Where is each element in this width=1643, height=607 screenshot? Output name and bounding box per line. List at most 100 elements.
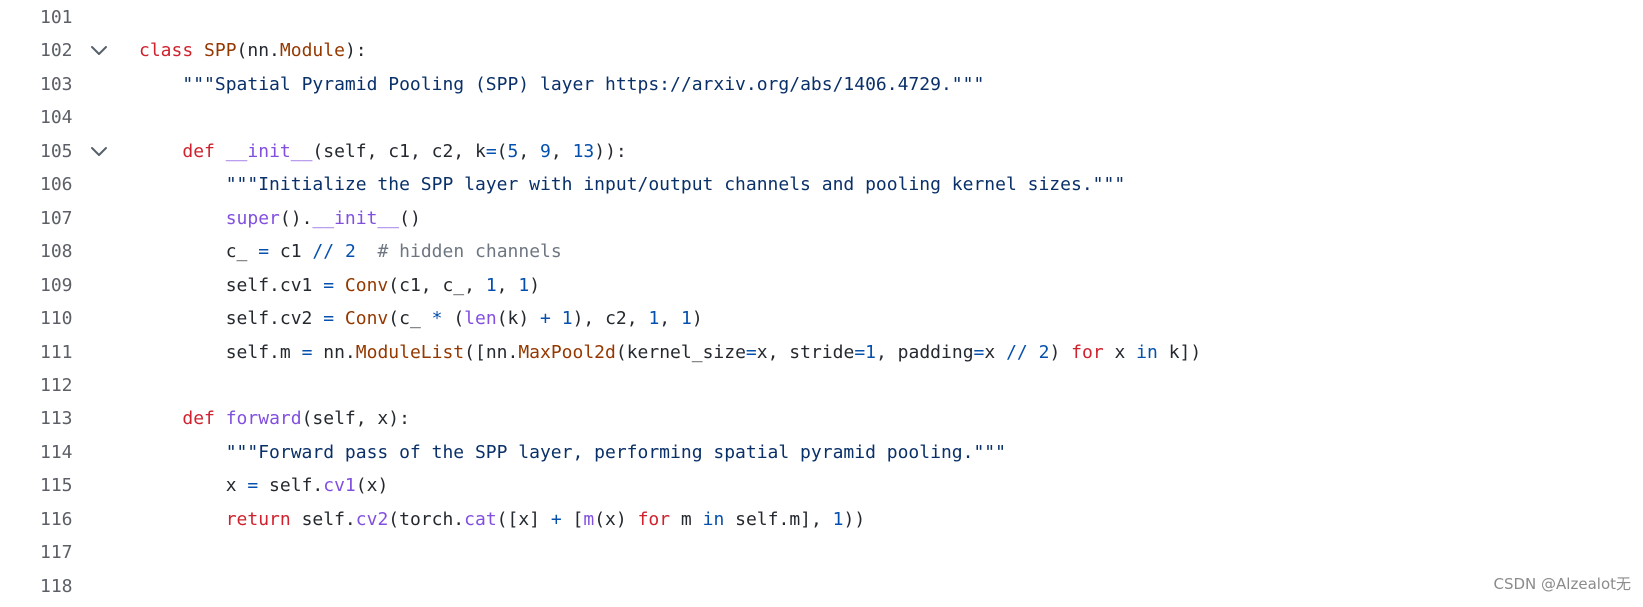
line-number: 114	[40, 441, 73, 463]
code-token-plain: c1	[269, 241, 313, 263]
code-token-func: forward	[225, 408, 302, 430]
code-token-plain: self.m	[139, 341, 302, 363]
code-token-plain: self.	[290, 508, 356, 530]
code-token-plain	[334, 241, 345, 262]
code-token-keyword: def	[182, 140, 215, 162]
code-line: 110 self.cv2 = Conv(c_ * (len(k) + 1), c…	[0, 301, 1643, 336]
code-token-number: 1	[865, 341, 876, 363]
code-token-class: Conv	[344, 274, 389, 296]
code-token-builtin: super	[225, 207, 280, 229]
code-token-number: 13	[572, 140, 595, 162]
line-number: 105	[40, 140, 73, 162]
code-token-plain: )):	[594, 140, 627, 162]
code-token-plain: self.m],	[724, 508, 833, 530]
code-token-plain: (x)	[355, 475, 389, 497]
code-token-plain: , padding	[876, 341, 974, 363]
code-token-plain: ):	[344, 40, 367, 62]
line-number: 108	[40, 241, 73, 263]
code-token-plain	[193, 40, 204, 61]
code-line: 105 def __init__(self, c1, c2, k=(5, 9, …	[0, 134, 1643, 169]
code-token-plain: (kernel_size	[615, 341, 746, 363]
code-token-plain	[139, 141, 182, 162]
code-token-number: 1	[680, 308, 692, 330]
code-line: 117	[0, 535, 1643, 570]
code-token-number: 1	[832, 508, 844, 530]
code-token-plain: (self, x):	[301, 408, 410, 430]
code-token-plain: ), c2,	[572, 308, 649, 330]
code-token-plain: )	[1049, 341, 1072, 363]
code-token-plain	[551, 308, 562, 329]
code-token-plain: self.cv1	[139, 274, 324, 296]
code-token-plain: (nn.	[236, 40, 280, 62]
code-token-plain: m	[670, 508, 703, 530]
code-line: 106 """Initialize the SPP layer with inp…	[0, 167, 1643, 202]
chevron-down-icon[interactable]	[88, 42, 110, 60]
code-token-plain: ,	[518, 140, 541, 162]
code-token-operator: =	[301, 341, 313, 363]
code-token-plain	[139, 74, 182, 95]
code-text: """Initialize the SPP layer with input/o…	[139, 167, 1125, 202]
code-token-class: ModuleList	[355, 341, 465, 363]
code-token-operator: =	[745, 341, 757, 363]
code-token-string: """Initialize the SPP layer with input/o…	[225, 174, 1126, 196]
code-line: 118	[0, 569, 1643, 604]
code-token-class: MaxPool2d	[518, 341, 616, 363]
code-token-operator: //	[312, 241, 335, 263]
code-token-plain: ,	[550, 140, 573, 162]
code-token-class: Module	[279, 40, 345, 62]
code-token-func: __init__	[312, 207, 400, 229]
code-token-comment: # hidden channels	[377, 241, 562, 263]
code-token-number: 1	[518, 274, 530, 296]
code-token-plain: self.cv2	[139, 308, 324, 330]
line-number: 104	[40, 107, 73, 129]
code-token-operator: =	[258, 241, 270, 263]
code-token-number: 5	[507, 140, 519, 162]
line-number: 112	[40, 374, 73, 396]
line-number: 101	[40, 7, 73, 28]
code-token-number: 1	[648, 308, 660, 330]
code-token-builtin: len	[464, 308, 497, 330]
code-text: def forward(self, x):	[139, 401, 410, 436]
code-line: 107 super().__init__()	[0, 201, 1643, 236]
code-token-operator: =	[854, 341, 866, 363]
code-token-operator: =	[323, 274, 335, 296]
code-token-plain	[139, 208, 226, 229]
code-line: 109 self.cv1 = Conv(c1, c_, 1, 1)	[0, 268, 1643, 303]
chevron-down-icon[interactable]	[88, 143, 110, 161]
line-number: 110	[40, 308, 73, 330]
code-token-plain	[139, 509, 226, 530]
code-token-operator: in	[1136, 341, 1158, 363]
watermark: CSDN @Alzealot无	[1493, 575, 1631, 593]
code-line: 108 c_ = c1 // 2 # hidden channels	[0, 234, 1643, 269]
code-token-operator: in	[702, 508, 725, 530]
code-token-func: cv1	[323, 475, 356, 497]
code-token-operator: =	[323, 308, 335, 330]
code-text: self.m = nn.ModuleList([nn.MaxPool2d(ker…	[139, 335, 1202, 370]
code-token-plain	[139, 408, 182, 429]
code-token-plain: ([x]	[496, 508, 551, 530]
code-token-keyword: class	[139, 40, 194, 62]
code-line: 113 def forward(self, x):	[0, 401, 1643, 436]
code-token-plain: (c_	[388, 308, 432, 330]
code-token-plain	[1028, 342, 1039, 363]
code-text: c_ = c1 // 2 # hidden channels	[139, 234, 562, 269]
code-token-plain: ([nn.	[464, 341, 519, 363]
code-token-plain: )	[529, 274, 541, 296]
code-token-plain: (c1, c_,	[388, 274, 486, 296]
line-number: 116	[40, 508, 73, 530]
code-token-number: 9	[540, 140, 551, 162]
line-number: 111	[40, 341, 73, 363]
code-token-operator: //	[1006, 341, 1028, 363]
code-token-plain	[215, 141, 226, 162]
code-token-string: """Spatial Pyramid Pooling (SPP) layer h…	[182, 73, 985, 95]
line-number: 118	[40, 575, 73, 597]
code-token-operator: +	[540, 308, 551, 330]
line-number: 107	[40, 207, 73, 229]
code-token-number: 2	[344, 241, 356, 263]
code-token-plain: (x)	[594, 508, 638, 530]
code-line: 104	[0, 100, 1643, 135]
code-text: return self.cv2(torch.cat([x] + [m(x) fo…	[139, 502, 866, 537]
code-token-plain: x	[984, 341, 1007, 363]
code-token-plain: ().	[279, 207, 313, 229]
